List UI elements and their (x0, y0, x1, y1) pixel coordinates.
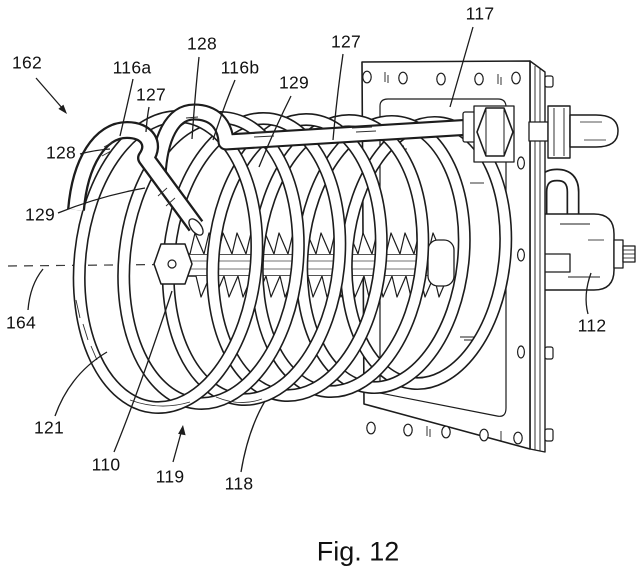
leader-lines (27, 26, 592, 473)
ref-label-118: 118 (224, 473, 254, 494)
ref-label-127-right: 127 (330, 31, 362, 52)
ref-label-164: 164 (5, 312, 37, 333)
ref-label-162: 162 (11, 52, 43, 73)
ref-label-116b: 116b (220, 57, 260, 78)
ref-label-110: 110 (91, 454, 121, 475)
ref-label-117: 117 (465, 3, 495, 24)
ref-label-129-top: 129 (278, 72, 310, 93)
plate-hex-nut (473, 105, 515, 163)
ref-label-128-left: 128 (45, 142, 77, 163)
ref-label-121: 121 (33, 417, 65, 438)
ref-label-129-left: 129 (24, 204, 56, 225)
drive-motor (534, 168, 636, 291)
shading-ticks (75, 116, 377, 407)
shaft-hex-cap (153, 243, 193, 285)
auger-teeth-top (189, 232, 443, 255)
ref-label-128-top: 128 (186, 33, 218, 54)
ref-label-127-left: 127 (135, 84, 167, 105)
ref-label-112: 112 (577, 315, 607, 336)
outlet-fitting (528, 105, 619, 159)
ref-label-116a: 116a (112, 57, 152, 78)
ref-label-119: 119 (155, 466, 185, 487)
figure-caption: Fig. 12 (316, 536, 400, 567)
